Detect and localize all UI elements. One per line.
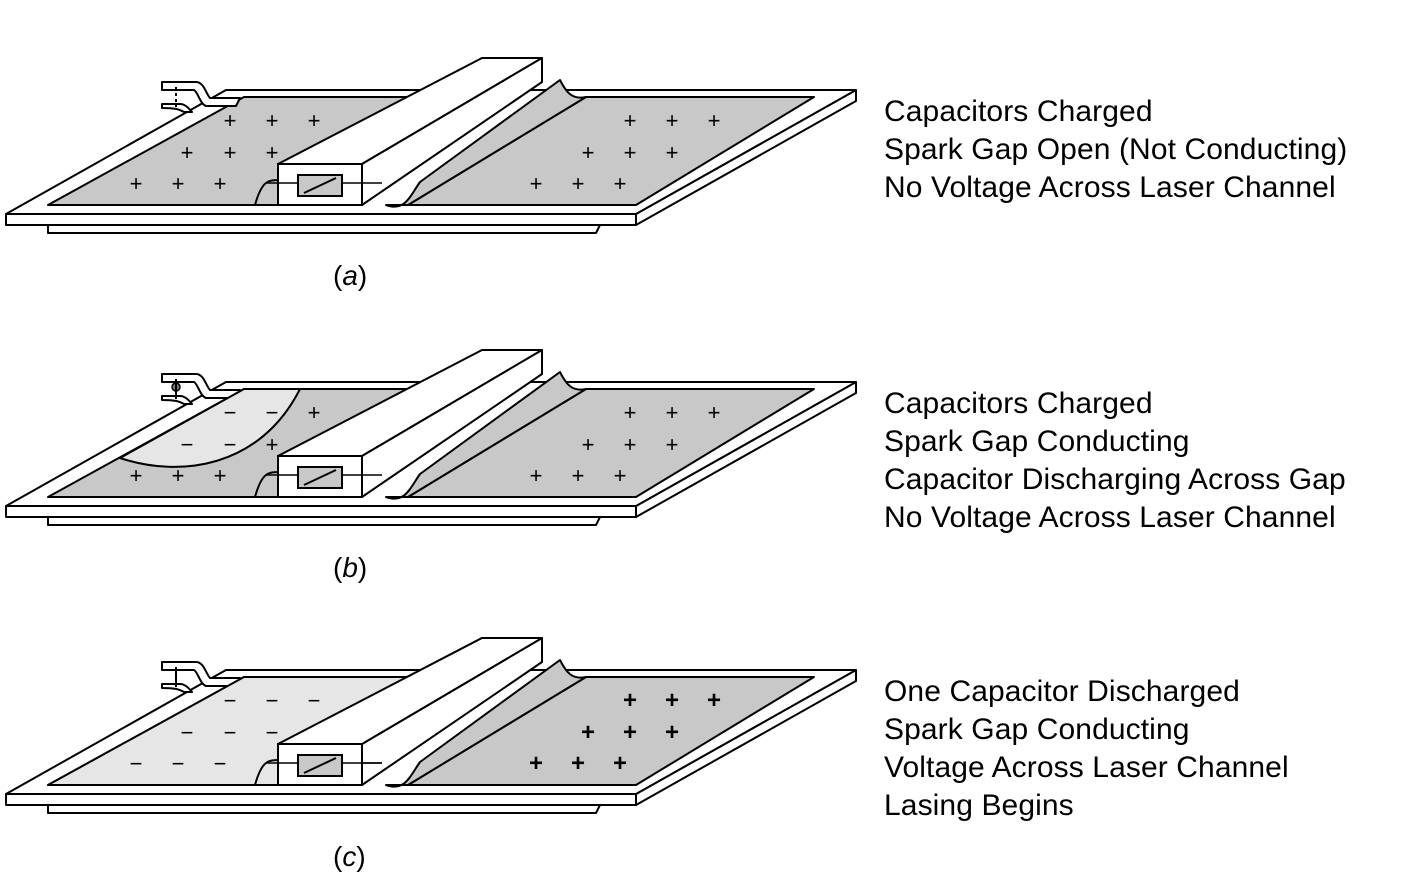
panel-c-line-1: One Capacitor Discharged [884, 675, 1240, 708]
svg-text:+: + [665, 719, 679, 746]
svg-text:+: + [613, 750, 627, 777]
panel-b-diagram: −−+ −−+ +++ +++ +++ +++ [5, 349, 857, 526]
panel-b-line-3: Capacitor Discharging Across Gap [884, 463, 1346, 496]
svg-text:−: − [181, 432, 194, 457]
svg-text:−: − [172, 751, 185, 776]
panel-c-line-4: Lasing Begins [884, 789, 1074, 822]
svg-text:+: + [572, 463, 585, 488]
svg-text:+: + [708, 400, 721, 425]
svg-text:−: − [181, 720, 194, 745]
panel-c-line-3: Voltage Across Laser Channel [884, 751, 1289, 784]
svg-text:−: − [224, 400, 237, 425]
charges-right-positive: + + + + + + + + + [530, 108, 721, 196]
panel-a-diagram: + + + + + + + + + + + + + + + + + + [5, 57, 857, 234]
svg-text:+: + [624, 108, 637, 133]
panel-b-description: Capacitors Charged Spark Gap Conducting … [884, 385, 1346, 537]
svg-text:+: + [224, 108, 237, 133]
panel-c-diagram: −−− −−− −−− +++ +++ +++ [5, 637, 857, 814]
svg-text:+: + [214, 171, 227, 196]
panel-b-caption: (b) [333, 552, 368, 583]
svg-text:+: + [572, 171, 585, 196]
svg-text:−: − [266, 720, 279, 745]
panel-c-line-2: Spark Gap Conducting [884, 713, 1190, 746]
panel-b-line-4: No Voltage Across Laser Channel [884, 501, 1336, 534]
svg-text:+: + [308, 108, 321, 133]
svg-text:−: − [308, 688, 321, 713]
svg-text:+: + [624, 400, 637, 425]
svg-text:+: + [614, 463, 627, 488]
svg-text:−: − [224, 720, 237, 745]
svg-text:+: + [624, 140, 637, 165]
svg-text:+: + [181, 140, 194, 165]
panel-c-description: One Capacitor Discharged Spark Gap Condu… [884, 673, 1289, 825]
svg-text:+: + [707, 687, 721, 714]
svg-text:−: − [266, 400, 279, 425]
svg-text:+: + [581, 719, 595, 746]
svg-text:−: − [130, 751, 143, 776]
svg-text:+: + [530, 463, 543, 488]
discharge-region [119, 388, 301, 468]
svg-text:+: + [266, 108, 279, 133]
svg-text:+: + [266, 432, 279, 457]
svg-text:+: + [624, 432, 637, 457]
panel-a-description: Capacitors Charged Spark Gap Open (Not C… [884, 93, 1347, 207]
panel-a-caption: (a) [333, 260, 368, 291]
svg-text:+: + [214, 463, 227, 488]
svg-text:+: + [130, 171, 143, 196]
svg-text:+: + [266, 140, 279, 165]
panel-b-line-2: Spark Gap Conducting [884, 425, 1190, 458]
svg-text:+: + [666, 400, 679, 425]
panel-a-line-1: Capacitors Charged [884, 95, 1153, 128]
panel-a-line-2: Spark Gap Open (Not Conducting) [884, 133, 1348, 166]
svg-text:+: + [224, 140, 237, 165]
svg-text:+: + [172, 463, 185, 488]
charges-left-mixed: −−+ −−+ +++ [130, 400, 321, 488]
svg-text:−: − [266, 688, 279, 713]
svg-text:+: + [308, 400, 321, 425]
svg-text:+: + [666, 140, 679, 165]
svg-text:+: + [529, 750, 543, 777]
svg-text:+: + [172, 171, 185, 196]
charges-left-negative: −−− −−− −−− [130, 688, 321, 776]
panel-c-caption: (c) [333, 841, 366, 872]
svg-text:+: + [530, 171, 543, 196]
charges-left-positive: + + + + + + + + + [130, 108, 321, 196]
svg-text:−: − [214, 751, 227, 776]
svg-text:+: + [582, 140, 595, 165]
svg-text:+: + [130, 463, 143, 488]
svg-text:−: − [224, 688, 237, 713]
svg-text:+: + [665, 687, 679, 714]
panel-a-line-3: No Voltage Across Laser Channel [884, 171, 1336, 204]
charges-right-positive: + + + + + + + + + [530, 400, 721, 488]
svg-text:+: + [666, 432, 679, 457]
svg-text:+: + [708, 108, 721, 133]
svg-text:+: + [582, 432, 595, 457]
svg-text:+: + [614, 171, 627, 196]
panel-b-line-1: Capacitors Charged [884, 387, 1153, 420]
svg-text:+: + [571, 750, 585, 777]
svg-text:+: + [623, 719, 637, 746]
svg-text:+: + [623, 687, 637, 714]
svg-text:+: + [666, 108, 679, 133]
charges-right-positive: + + + + + + + + + [529, 687, 721, 777]
svg-text:−: − [224, 432, 237, 457]
